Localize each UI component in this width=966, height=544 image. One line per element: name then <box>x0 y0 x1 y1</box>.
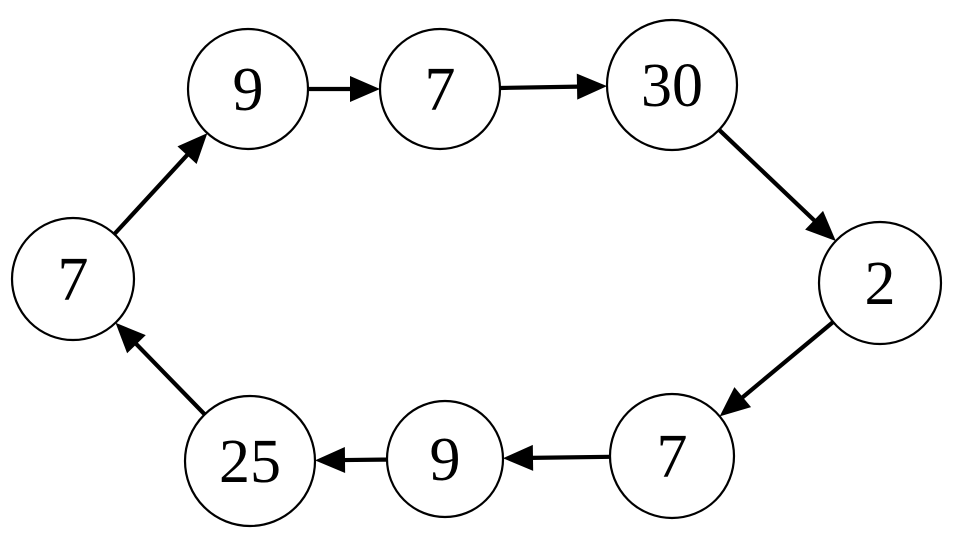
node-circle[interactable] <box>183 394 317 528</box>
edge-line <box>717 128 817 224</box>
graph-edge <box>115 322 207 416</box>
graph-edge <box>315 447 388 474</box>
node-circle[interactable] <box>186 27 310 151</box>
graph-node[interactable]: 9 <box>385 399 505 519</box>
graph-node[interactable]: 7 <box>378 27 502 151</box>
edge-layer <box>112 73 836 474</box>
node-layer: 7 9 7 30 2 7 9 25 <box>10 18 943 528</box>
arrowhead-icon <box>805 210 836 241</box>
node-circle[interactable] <box>385 399 505 519</box>
edge-line <box>499 84 580 91</box>
graph-edge <box>717 128 836 241</box>
node-label: 9 <box>430 426 461 494</box>
node-circle[interactable] <box>817 220 943 346</box>
graph-edge <box>719 320 835 417</box>
node-label: 2 <box>865 250 896 318</box>
node-label: 30 <box>641 52 703 120</box>
node-label: 25 <box>219 428 281 496</box>
graph-edge <box>502 444 611 471</box>
node-circle[interactable] <box>378 27 502 151</box>
graph-edge <box>112 133 208 236</box>
edge-line <box>112 152 190 236</box>
arrowhead-icon <box>502 444 534 471</box>
edge-line <box>739 320 835 401</box>
graph-node[interactable]: 7 <box>10 216 136 342</box>
node-circle[interactable] <box>605 18 739 152</box>
graph-node[interactable]: 9 <box>186 27 310 151</box>
node-circle[interactable] <box>10 216 136 342</box>
graph-edge <box>308 76 380 102</box>
node-label: 9 <box>233 56 264 124</box>
graph-node[interactable]: 25 <box>183 394 317 528</box>
graph-node[interactable]: 2 <box>817 220 943 346</box>
node-label: 7 <box>58 246 89 314</box>
arrowhead-icon <box>177 133 208 165</box>
edge-line <box>133 341 207 416</box>
arrowhead-icon <box>719 387 752 417</box>
graph-edge <box>499 73 608 100</box>
graph-node[interactable]: 30 <box>605 18 739 152</box>
graph-node[interactable]: 7 <box>608 392 736 520</box>
arrowhead-icon <box>350 76 380 102</box>
node-label: 7 <box>657 423 688 491</box>
arrowhead-icon <box>115 322 146 354</box>
node-circle[interactable] <box>608 392 736 520</box>
arrowhead-icon <box>576 73 608 100</box>
edge-line <box>530 454 611 460</box>
node-label: 7 <box>425 56 456 124</box>
arrowhead-icon <box>315 447 346 474</box>
